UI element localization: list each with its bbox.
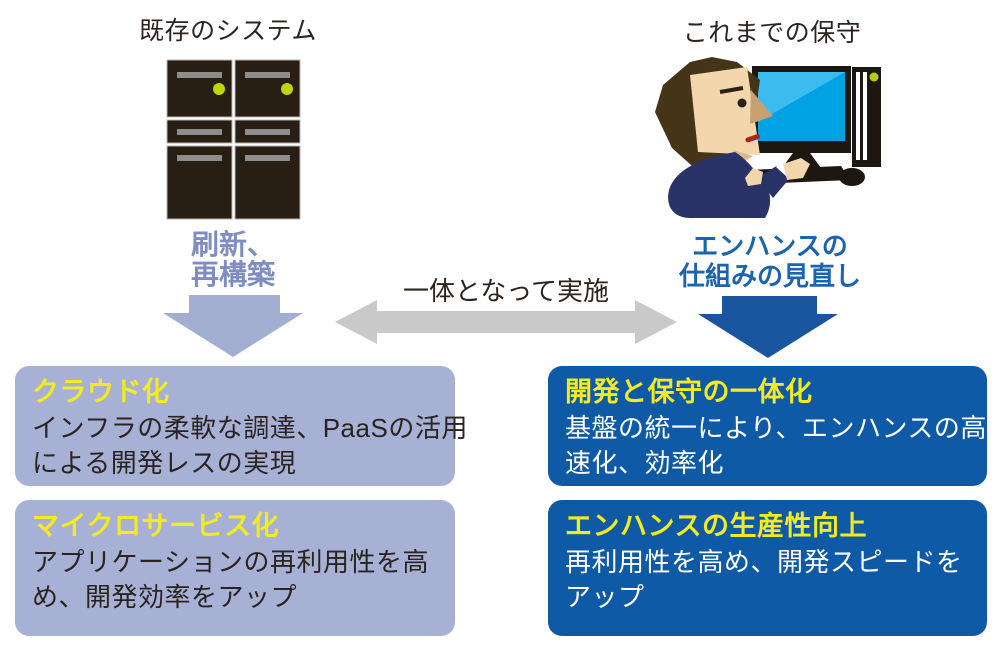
current-maintenance-label: これまでの保守 [682, 19, 862, 47]
enhance-review-line2: 仕組みの見直し [678, 261, 861, 291]
double-headed-arrow-icon [335, 300, 677, 344]
cloud-box-body-line2: による開発レスの実現 [32, 448, 297, 478]
server-tower-right-icon [234, 59, 301, 220]
renewal-rebuild-line2: 再構築 [190, 259, 275, 290]
enhance-productivity-box-body: 再利用性を高め、開発スピードを アップ [565, 545, 975, 615]
cloud-box: クラウド化 インフラの柔軟な調達、PaaSの活用 による開発レスの実現 [15, 366, 468, 486]
down-arrow-left-icon [163, 295, 303, 357]
microservices-box: マイクロサービス化 アプリケーションの再利用性を高 め、開発効率をアップ [15, 500, 455, 636]
microservices-box-body-line1: アプリケーションの再利用性を高 [32, 547, 429, 577]
pc-tower-icon [852, 67, 881, 167]
server-tower-left-icon [166, 59, 233, 220]
renewal-rebuild-line1: 刷新、 [190, 229, 275, 260]
dev-maintenance-unified-body-line2: 速化、効率化 [565, 448, 725, 478]
microservices-box-body: アプリケーションの再利用性を高 め、開発効率をアップ [32, 545, 443, 615]
dev-maintenance-unified-box-body: 基盤の統一により、エンハンスの高 速化、効率化 [565, 411, 987, 481]
mouse-icon [839, 168, 865, 186]
cloud-box-body: インフラの柔軟な調達、PaaSの活用 による開発レスの実現 [32, 411, 468, 481]
cloud-box-title: クラウド化 [32, 377, 170, 407]
enhance-productivity-box: エンハンスの生産性向上 再利用性を高め、開発スピードを アップ [548, 500, 987, 636]
worker-at-computer-illustration [655, 57, 881, 218]
enhance-review-label: エンハンスの 仕組みの見直し [645, 231, 895, 291]
microservices-box-body-line2: め、開発効率をアップ [32, 582, 298, 612]
renewal-rebuild-label: 刷新、 再構築 [123, 230, 343, 290]
enhance-productivity-body-line2: アップ [565, 582, 645, 612]
together-implementation-label: 一体となって実施 [403, 276, 609, 306]
person-icon [655, 57, 810, 218]
server-towers-illustration [166, 59, 301, 220]
microservices-box-title: マイクロサービス化 [32, 511, 279, 541]
enhance-productivity-body-line1: 再利用性を高め、開発スピードを [565, 547, 963, 577]
dev-maintenance-unified-box: 開発と保守の一体化 基盤の統一により、エンハンスの高 速化、効率化 [548, 366, 987, 486]
dev-maintenance-unified-body-line1: 基盤の統一により、エンハンスの高 [565, 413, 987, 443]
enhance-productivity-box-title: エンハンスの生産性向上 [565, 511, 867, 541]
enhance-review-line1: エンハンスの [692, 231, 848, 261]
dev-maintenance-unified-box-title: 開発と保守の一体化 [565, 377, 813, 407]
cloud-box-body-line1: インフラの柔軟な調達、PaaSの活用 [32, 413, 468, 443]
existing-system-label: 既存のシステム [139, 17, 317, 45]
down-arrow-right-icon [698, 296, 838, 358]
